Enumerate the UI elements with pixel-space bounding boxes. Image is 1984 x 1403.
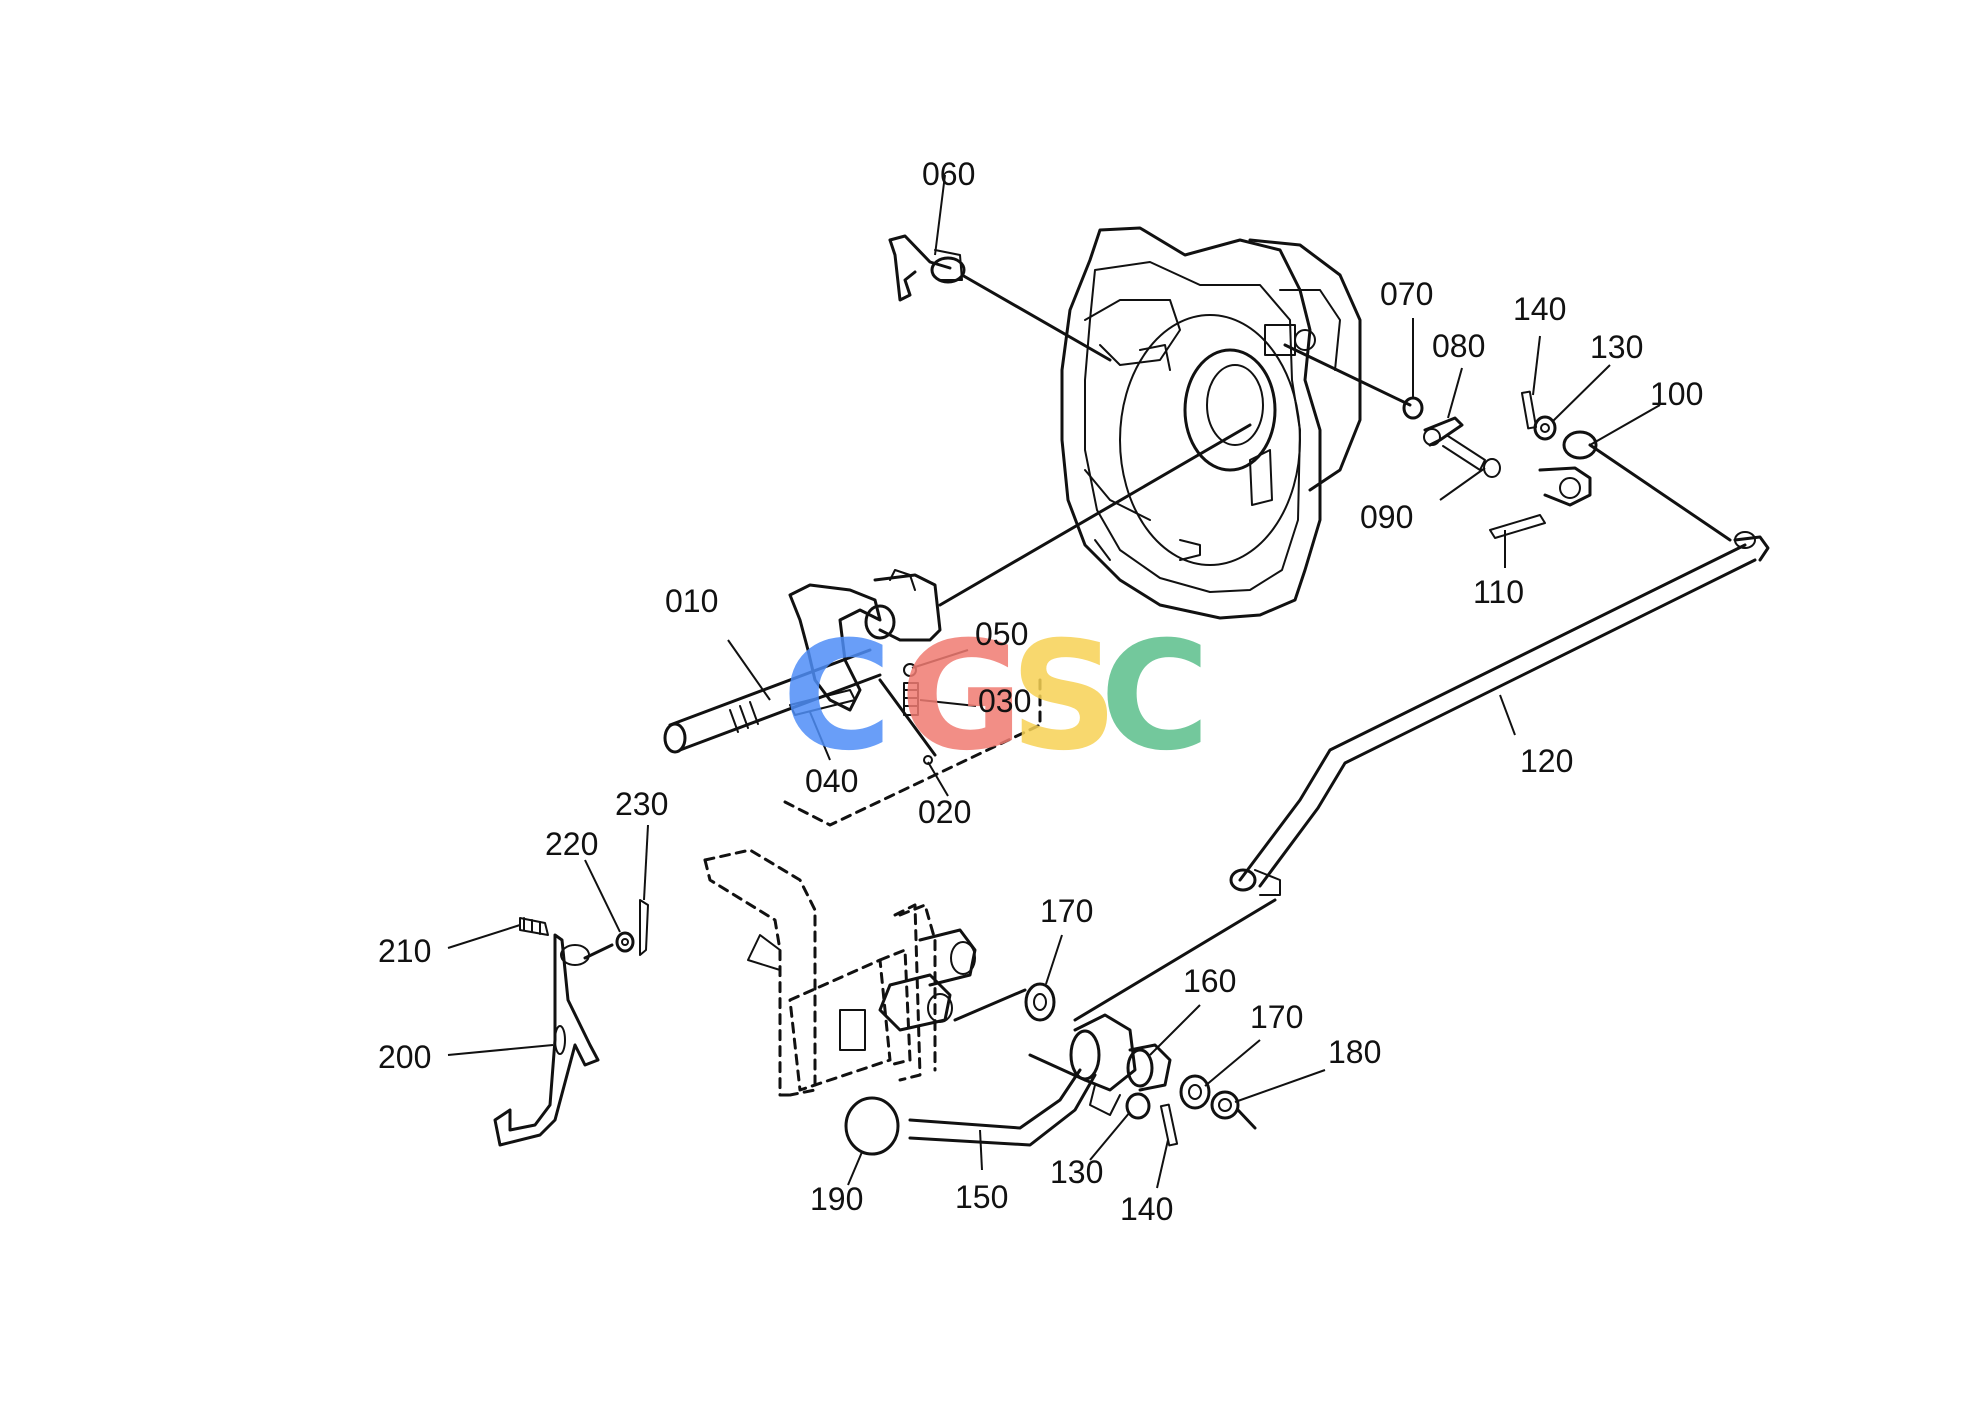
watermark-letter: S — [1010, 610, 1118, 784]
clutch-housing — [1060, 226, 1362, 620]
watermark-letter: G — [900, 610, 1023, 784]
callout-labels: 060 070 080 140 130 100 090 110 120 010 … — [378, 156, 1703, 1227]
watermark-letter: C — [1100, 610, 1210, 784]
callout-140-upper: 140 — [1513, 291, 1566, 327]
callout-090: 090 — [1360, 499, 1413, 535]
callout-230: 230 — [615, 786, 668, 822]
callout-210: 210 — [378, 933, 431, 969]
rod-120 — [1073, 531, 1770, 1022]
callout-160: 160 — [1183, 963, 1236, 999]
shift-fork-assembly — [663, 423, 1252, 827]
callout-010: 010 — [665, 583, 718, 619]
callout-150: 150 — [955, 1179, 1008, 1215]
callout-220: 220 — [545, 826, 598, 862]
upper-linkage — [1283, 343, 1732, 542]
callout-050: 050 — [975, 616, 1028, 652]
pedal-bracket — [703, 848, 1027, 1097]
callout-120: 120 — [1520, 743, 1573, 779]
watermark-letter: C — [782, 610, 892, 784]
callout-110: 110 — [1473, 574, 1524, 610]
callout-020: 020 — [918, 794, 971, 830]
callout-080: 080 — [1432, 328, 1485, 364]
callout-130-lower: 130 — [1050, 1154, 1103, 1190]
callout-060: 060 — [922, 156, 975, 192]
callout-140-lower: 140 — [1120, 1191, 1173, 1227]
callout-100: 100 — [1650, 376, 1703, 412]
callout-070: 070 — [1380, 276, 1433, 312]
callout-190: 190 — [810, 1181, 863, 1217]
bracket-200 — [493, 899, 649, 1147]
callout-030: 030 — [978, 683, 1031, 719]
callout-leaders — [447, 174, 1661, 1189]
watermark: C G S C — [782, 610, 1210, 784]
callout-180: 180 — [1328, 1034, 1381, 1070]
callout-130-upper: 130 — [1590, 329, 1643, 365]
callout-200: 200 — [378, 1039, 431, 1075]
callout-040: 040 — [805, 763, 858, 799]
pedal-assembly — [844, 982, 1257, 1156]
callout-170-right: 170 — [1250, 999, 1303, 1035]
callout-170-left: 170 — [1040, 893, 1093, 929]
lever-shaft-060 — [888, 234, 1112, 362]
